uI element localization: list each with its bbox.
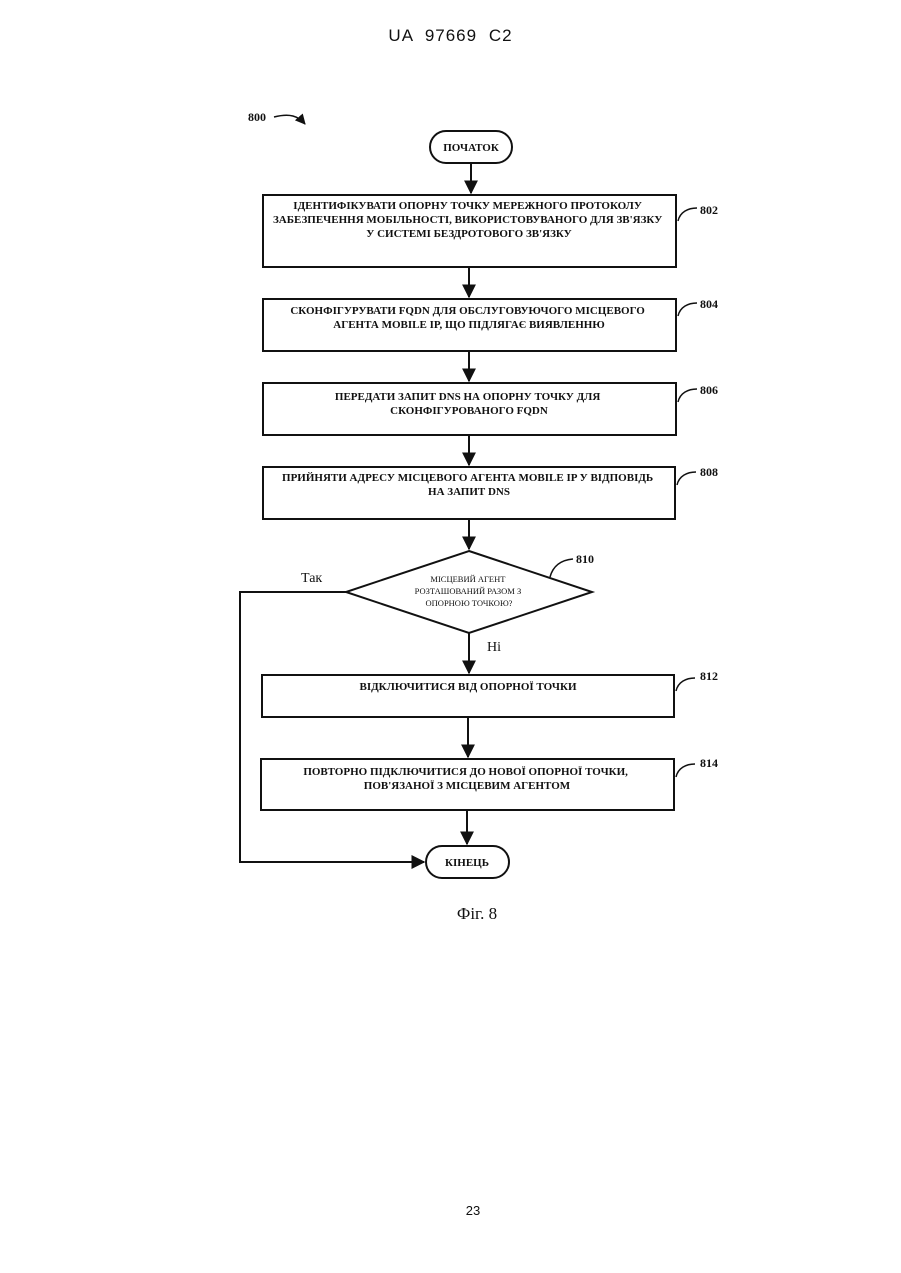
step-804-line-2: АГЕНТА MOBILE IP, ЩО ПІДЛЯГАЄ ВИЯВЛЕННЮ <box>333 319 604 331</box>
step-806-line-1: ПЕРЕДАТИ ЗАПИТ DNS НА ОПОРНУ ТОЧКУ ДЛЯ <box>335 391 600 403</box>
step-802-line-2: ЗАБЕЗПЕЧЕННЯ МОБІЛЬНОСТІ, ВИКОРИСТОВУВАН… <box>273 214 662 226</box>
step-812-leader <box>676 678 695 691</box>
decision-810-line-3: ОПОРНОЮ ТОЧКОЮ? <box>426 598 513 608</box>
page-number: 23 <box>0 1203 901 1218</box>
figure-caption: Фіг. 8 <box>457 904 497 923</box>
step-806-leader <box>678 389 697 402</box>
step-814-line-2: ПОВ'ЯЗАНОЇ З МІСЦЕВИМ АГЕНТОМ <box>364 779 571 792</box>
decision-810-text: МІСЦЕВИЙ АГЕНТ РОЗТАШОВАНИЙ РАЗОМ З ОПОР… <box>415 574 524 608</box>
step-806-ref: 806 <box>700 383 718 397</box>
decision-810-leader <box>550 559 573 577</box>
step-802-ref: 802 <box>700 203 718 217</box>
step-802-line-3: У СИСТЕМІ БЕЗДРОТОВОГО ЗВ'ЯЗКУ <box>366 228 571 240</box>
step-808-line-2: НА ЗАПИТ DNS <box>428 486 510 498</box>
step-808-line-1: ПРИЙНЯТИ АДРЕСУ МІСЦЕВОГО АГЕНТА MOBILE … <box>282 472 653 484</box>
step-804-leader <box>678 303 697 316</box>
decision-no-label: Ні <box>487 640 501 655</box>
step-802-line-1: ІДЕНТИФІКУВАТИ ОПОРНУ ТОЧКУ МЕРЕЖНОГО ПР… <box>293 200 642 212</box>
figure-ref-label: 800 <box>248 110 266 124</box>
step-808-leader <box>677 472 696 485</box>
step-808-ref: 808 <box>700 465 718 479</box>
connector-yes-to-end <box>240 592 424 862</box>
start-label: ПОЧАТОК <box>443 142 499 154</box>
step-802-leader <box>678 208 697 221</box>
step-814-ref: 814 <box>700 756 718 770</box>
end-label: КІНЕЦЬ <box>445 857 489 869</box>
step-804-line-1: СКОНФІГУРУВАТИ FQDN ДЛЯ ОБСЛУГОВУЮЧОГО М… <box>290 305 645 317</box>
decision-yes-label: Так <box>301 571 322 586</box>
step-812-text: ВІДКЛЮЧИТИСЯ ВІД ОПОРНОЇ ТОЧКИ <box>359 680 576 693</box>
step-814-leader <box>676 764 695 777</box>
step-804-ref: 804 <box>700 297 718 311</box>
step-812-ref: 812 <box>700 669 718 683</box>
figure-ref-arrow <box>274 115 305 124</box>
decision-810-ref: 810 <box>576 552 594 566</box>
step-806-line-2: СКОНФІГУРОВАНОГО FQDN <box>390 405 548 417</box>
step-814-line-1: ПОВТОРНО ПІДКЛЮЧИТИСЯ ДО НОВОЇ ОПОРНОЇ Т… <box>303 765 628 778</box>
decision-810-line-2: РОЗТАШОВАНИЙ РАЗОМ З <box>415 586 522 596</box>
decision-810-line-1: МІСЦЕВИЙ АГЕНТ <box>430 574 506 584</box>
